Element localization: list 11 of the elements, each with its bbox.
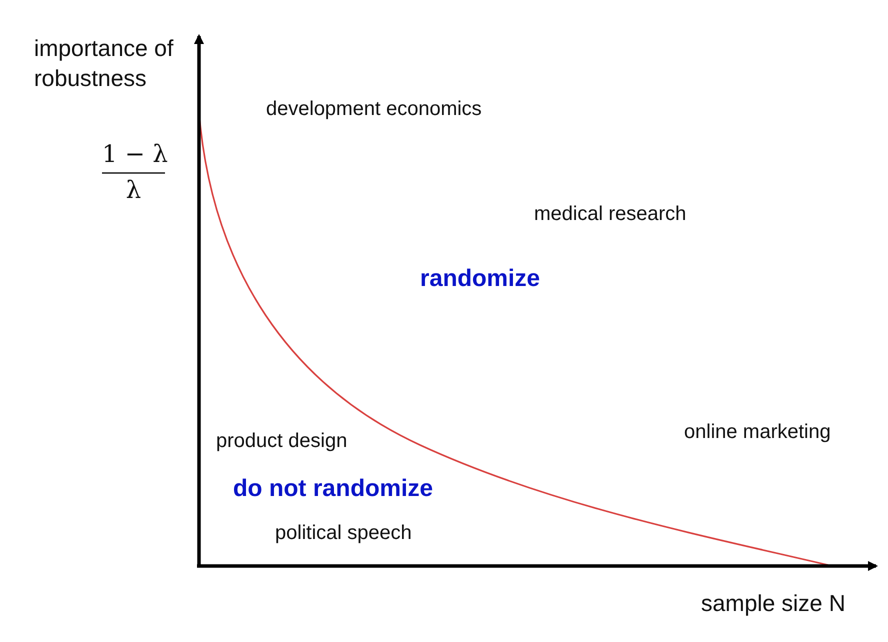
axis-label: importance of robustness: [34, 34, 174, 93]
axis-label: sample size N: [701, 590, 846, 618]
region-label: political speech: [275, 521, 412, 545]
fraction-numerator: 1 − λ: [102, 140, 165, 169]
region-title: do not randomize: [233, 475, 433, 504]
fraction-denominator: λ: [124, 176, 142, 205]
region-title: randomize: [420, 265, 540, 294]
region-label: medical research: [534, 202, 686, 226]
region-label: online marketing: [684, 420, 831, 444]
region-label: development economics: [266, 97, 482, 121]
region-label: product design: [216, 429, 348, 453]
